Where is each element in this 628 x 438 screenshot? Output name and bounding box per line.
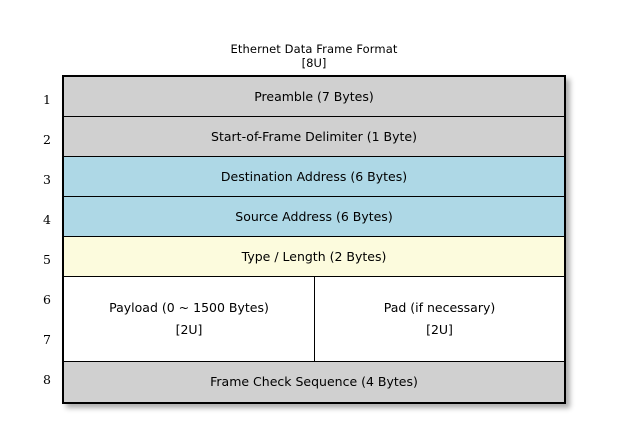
frame-row-source-address: Source Address (6 Bytes) xyxy=(64,197,564,237)
ethernet-frame-table: Preamble (7 Bytes) Start-of-Frame Delimi… xyxy=(62,75,566,404)
frame-row-destination-address: Destination Address (6 Bytes) xyxy=(64,157,564,197)
frame-cell-pad: Pad (if necessary) [2U] xyxy=(315,277,564,361)
frame-field-tag-pad: [2U] xyxy=(426,322,453,337)
row-number-2: 2 xyxy=(43,132,51,147)
frame-field-label-pad: Pad (if necessary) xyxy=(383,300,496,315)
diagram-title-tag: [8U] xyxy=(301,56,327,70)
frame-field-label-type-length: Type / Length (2 Bytes) xyxy=(241,248,387,264)
frame-field-label-destination-address: Destination Address (6 Bytes) xyxy=(220,168,408,184)
frame-row-preamble: Preamble (7 Bytes) xyxy=(64,77,564,117)
row-number-6: 6 xyxy=(43,292,51,307)
row-number-8: 8 xyxy=(43,372,51,387)
row-number-4: 4 xyxy=(43,212,51,227)
frame-field-label-sfd: Start-of-Frame Delimiter (1 Byte) xyxy=(211,128,417,144)
row-number-5: 5 xyxy=(43,252,51,267)
frame-row-type-length: Type / Length (2 Bytes) xyxy=(64,237,564,277)
diagram-title-block: Ethernet Data Frame Format [8U] xyxy=(0,42,628,70)
frame-field-label-source-address: Source Address (6 Bytes) xyxy=(235,208,393,224)
row-number-3: 3 xyxy=(43,172,51,187)
frame-row-payload-pad: Payload (0 ~ 1500 Bytes) [2U] Pad (if ne… xyxy=(64,277,564,362)
frame-cell-payload: Payload (0 ~ 1500 Bytes) [2U] xyxy=(64,277,315,361)
row-number-1: 1 xyxy=(43,92,51,107)
frame-row-sfd: Start-of-Frame Delimiter (1 Byte) xyxy=(64,117,564,157)
row-number-7: 7 xyxy=(43,332,51,347)
diagram-title: Ethernet Data Frame Format xyxy=(230,42,398,56)
frame-field-tag-payload: [2U] xyxy=(175,322,203,337)
frame-field-label-fcs: Frame Check Sequence (4 Bytes) xyxy=(210,374,418,389)
frame-row-fcs: Frame Check Sequence (4 Bytes) xyxy=(64,362,564,402)
frame-field-label-preamble: Preamble (7 Bytes) xyxy=(254,88,374,104)
frame-field-label-payload: Payload (0 ~ 1500 Bytes) xyxy=(109,300,269,315)
